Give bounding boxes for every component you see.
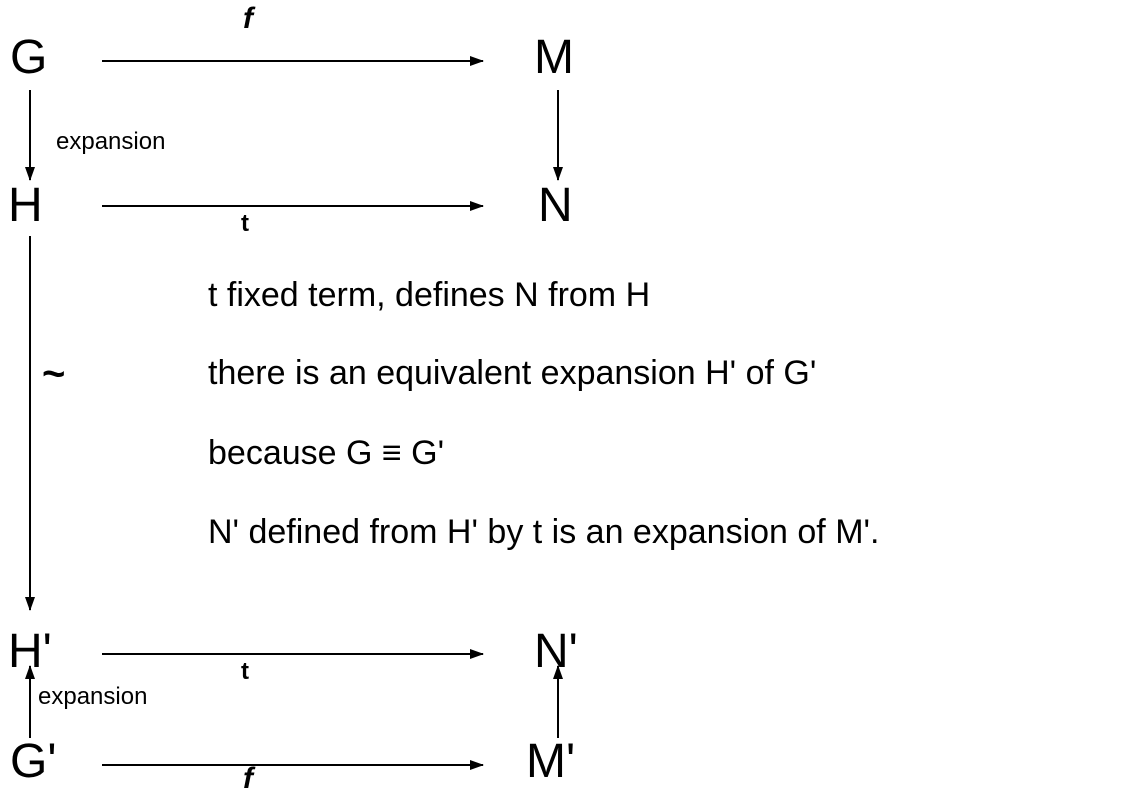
node-M: M [534,31,574,84]
node-H-prime: H' [8,625,52,678]
label-expansion-upper: expansion [56,128,166,155]
node-N-prime: N' [534,625,578,678]
note-line-2: there is an equivalent expansion H' of G… [208,354,817,392]
label-expansion-lower: expansion [38,683,148,710]
note-line-1: t fixed term, defines N from H [208,276,651,314]
note-line-4: N' defined from H' by t is an expansion … [208,513,880,551]
label-equivalence-tilde: ~ [42,352,66,396]
label-f-top: f [243,2,253,35]
label-t-upper: t [241,210,249,237]
label-f-bottom: f [243,762,253,795]
node-M-prime: M' [526,735,576,788]
node-G-prime: G' [10,735,57,788]
node-H: H [8,179,43,232]
note-line-3: because G ≡ G' [208,434,445,472]
node-N: N [538,179,573,232]
label-t-lower: t [241,658,249,685]
node-G: G [10,31,48,84]
